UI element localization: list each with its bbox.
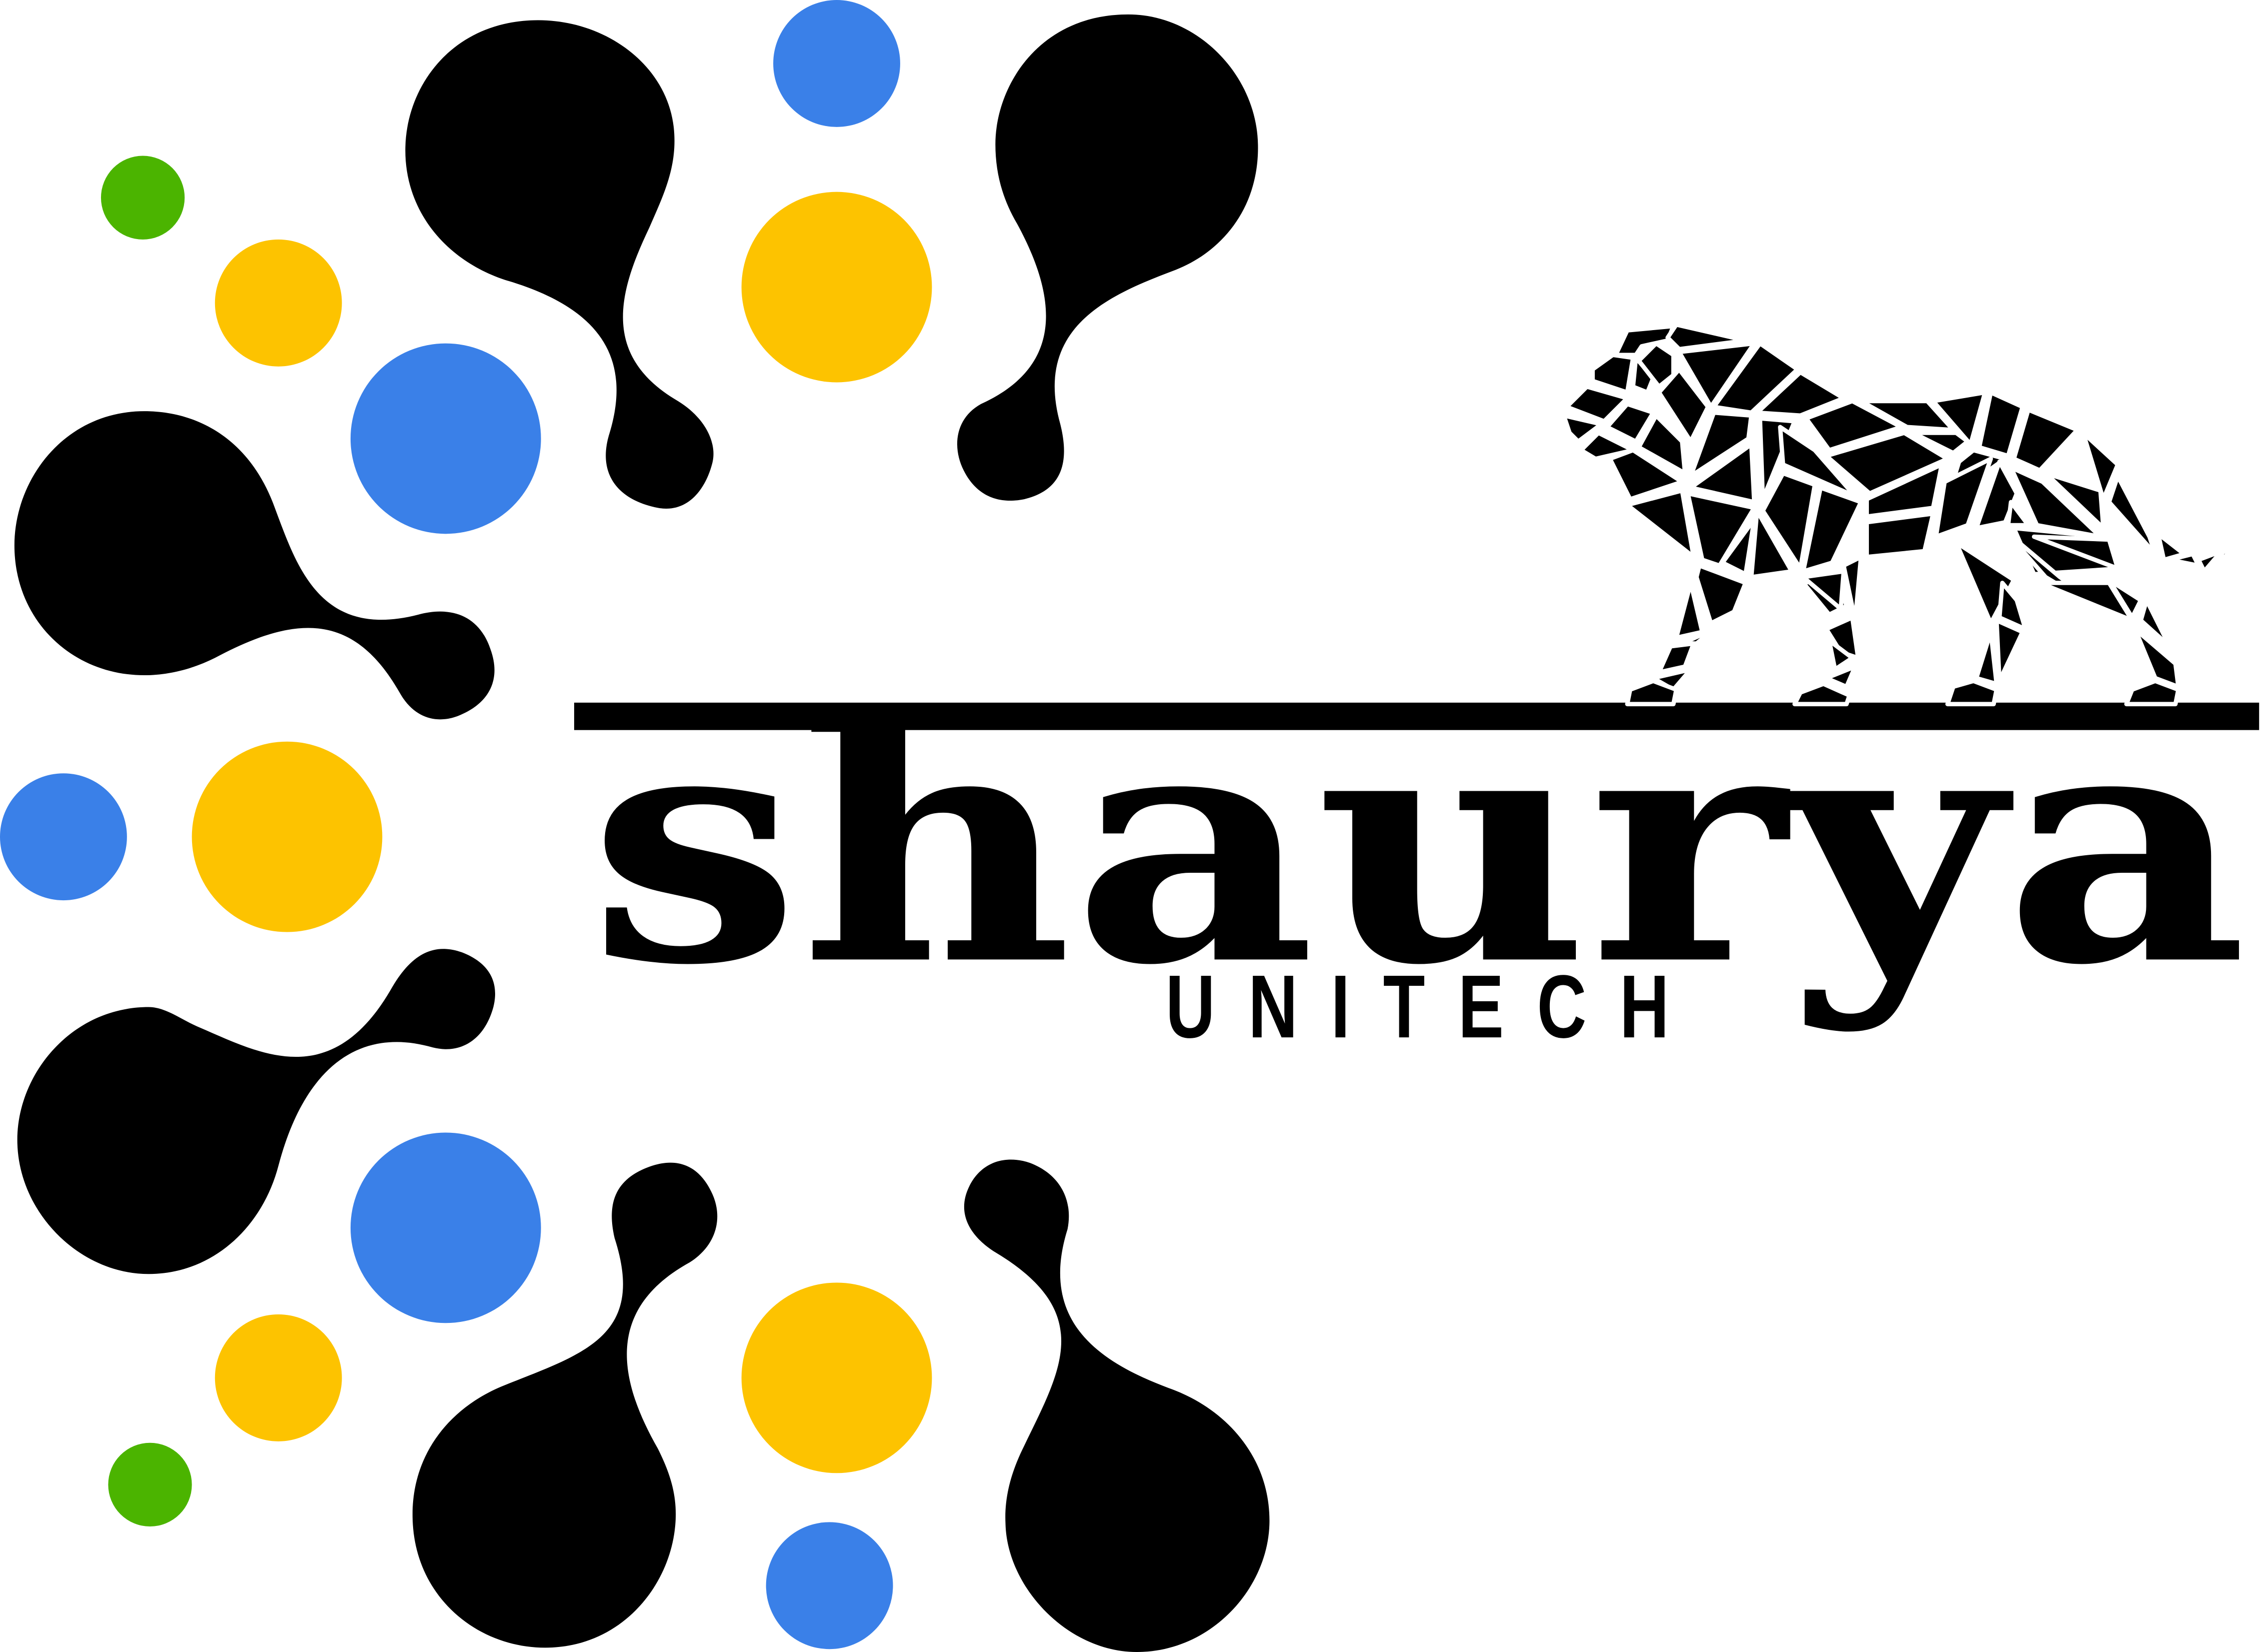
- dot-yellow-bottom-center: [741, 1282, 932, 1473]
- brand-name: shaurya: [589, 655, 2247, 1036]
- brand-subtitle: UNITECH: [1166, 956, 1702, 1056]
- droplet-petal-icon: [14, 14, 1270, 1652]
- petal-bottom-left: [412, 1162, 718, 1648]
- dot-green-bottom: [108, 1442, 192, 1527]
- petal-bottom-right: [964, 1159, 1270, 1652]
- dot-blue-left: [0, 773, 127, 901]
- dot-yellow-top-center: [741, 192, 932, 383]
- petal-top-left: [405, 20, 714, 509]
- dot-blue-top-center: [773, 0, 900, 127]
- geometric-lion-icon: [1561, 322, 2235, 707]
- dot-blue-lower-left: [350, 1132, 541, 1323]
- dot-green-top: [101, 156, 185, 240]
- headline-bar: [574, 702, 2259, 730]
- dot-yellow-bottom-left: [215, 1314, 342, 1441]
- color-dots: [0, 0, 932, 1649]
- petal-left-upper: [14, 411, 495, 720]
- petal-top-right: [957, 14, 1258, 501]
- dot-yellow-top-left: [215, 239, 342, 367]
- dot-blue-bottom-center: [766, 1522, 893, 1649]
- dot-yellow-left: [192, 741, 383, 932]
- petal-left-lower: [17, 949, 496, 1274]
- dot-blue-upper-left: [350, 343, 541, 534]
